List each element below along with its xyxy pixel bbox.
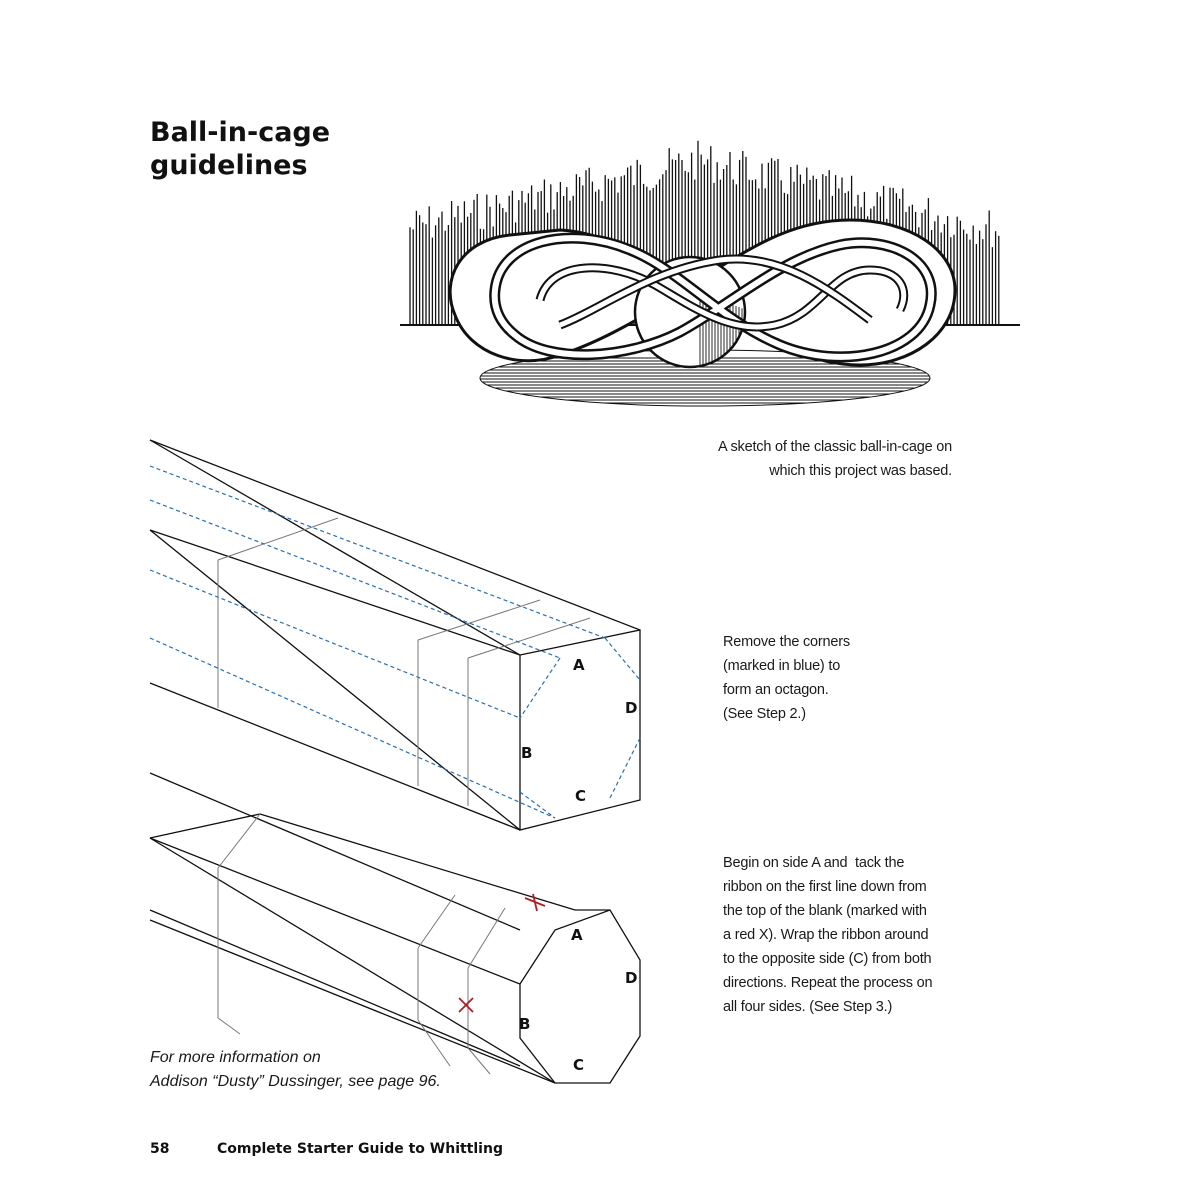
- ribbon-caption-line-1: Begin on side A and tack the: [723, 855, 905, 871]
- top-side-label-b: B: [521, 744, 532, 762]
- sketch-caption-line-2: which this project was based.: [769, 463, 952, 479]
- octagon-caption-line-3: form an octagon.: [723, 682, 829, 698]
- bottom-side-label-a: A: [571, 926, 583, 944]
- octagon-caption-line-2: (marked in blue) to: [723, 658, 841, 674]
- red-x-mark-a-2: [532, 893, 538, 912]
- ribbon-caption-line-7: all four sides. (See Step 3.): [723, 999, 893, 1015]
- bottom-side-label-b: B: [519, 1015, 530, 1033]
- top-side-label-c: C: [575, 787, 586, 805]
- book-title: Complete Starter Guide to Whittling: [217, 1141, 503, 1157]
- red-x-marks: [458, 893, 546, 1013]
- bottom-side-label-c: C: [573, 1056, 584, 1074]
- ribbon-caption-line-2: ribbon on the first line down from: [723, 879, 927, 895]
- ball-in-cage-sketch: [400, 140, 1020, 407]
- heading-line-2: guidelines: [150, 150, 308, 181]
- more-info-note: For more information on Addison “Dusty” …: [150, 1046, 490, 1094]
- sketch-caption-line-1: A sketch of the classic ball-in-cage on: [718, 439, 952, 455]
- more-info-line-1: For more information on: [150, 1049, 321, 1066]
- sketch-caption: A sketch of the classic ball-in-cage on …: [652, 435, 952, 483]
- red-x-mark-b-2: [458, 997, 474, 1013]
- bottom-side-label-d: D: [625, 969, 637, 987]
- heading-line-1: Ball-in-cage: [150, 117, 331, 148]
- ribbon-caption-line-3: the top of the blank (marked with: [723, 903, 927, 919]
- page-footer: 58 Complete Starter Guide to Whittling: [150, 1141, 503, 1157]
- blank-diagrams: A B C D A B C D: [149, 439, 641, 1084]
- top-side-label-d: D: [625, 699, 637, 717]
- more-info-line-2: Addison “Dusty” Dussinger, see page 96.: [150, 1073, 441, 1090]
- ribbon-caption-line-4: a red X). Wrap the ribbon around: [723, 927, 929, 943]
- page-number: 58: [150, 1141, 170, 1157]
- octagon-blank-diagram: [149, 772, 641, 1084]
- octagon-caption-line-4: (See Step 2.): [723, 706, 806, 722]
- top-side-label-a: A: [573, 656, 585, 674]
- octagon-caption-line-1: Remove the corners: [723, 634, 850, 650]
- page-heading: Ball-in-cage guidelines: [150, 116, 410, 182]
- blue-corner-guidelines: [149, 465, 641, 819]
- ribbon-caption: Begin on side A and tack the ribbon on t…: [723, 851, 983, 1019]
- octagon-caption: Remove the corners (marked in blue) to f…: [723, 630, 923, 726]
- ribbon-caption-line-6: directions. Repeat the process on: [723, 975, 933, 991]
- ribbon-caption-line-5: to the opposite side (C) from both: [723, 951, 932, 967]
- square-blank-diagram: [149, 439, 641, 831]
